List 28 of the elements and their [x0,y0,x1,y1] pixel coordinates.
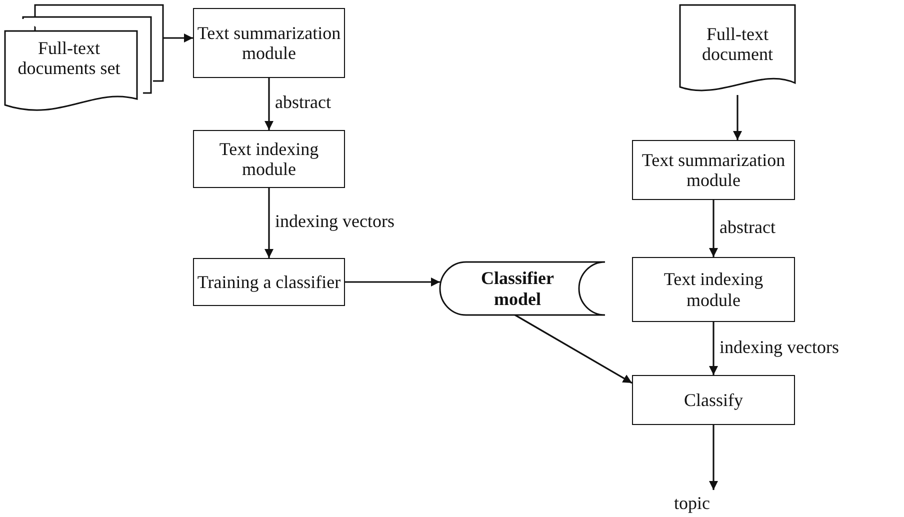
arrow [709,425,718,490]
arrow [264,188,274,258]
process-box [193,8,345,78]
node-text: Text indexing module [218,138,320,180]
process-box [193,258,345,306]
output-label: topic [674,492,710,514]
arrow [264,78,274,130]
arrow [514,314,632,384]
process-box [632,140,795,200]
node-text: Training a classifier [197,272,341,292]
arrow [709,322,718,375]
node-text: Classify [684,390,743,410]
node-text: Classifier model [480,268,555,309]
edge-label: indexing vectors [718,338,841,358]
node-text: Text indexing module [662,269,764,310]
arrow [163,34,193,42]
stored-data-shape [440,262,605,315]
process-box [632,375,795,425]
arrow [345,278,440,286]
process-box [632,257,795,322]
node-text: Text summarization module [640,150,786,190]
node-text: Text summarization module [196,22,342,64]
arrow [709,200,718,257]
node-text: Full-text document [701,24,774,64]
node-text: Full-text documents set [16,38,122,78]
process-box [193,130,345,188]
edge-label: indexing vectors [273,212,396,232]
arrow [733,95,742,140]
